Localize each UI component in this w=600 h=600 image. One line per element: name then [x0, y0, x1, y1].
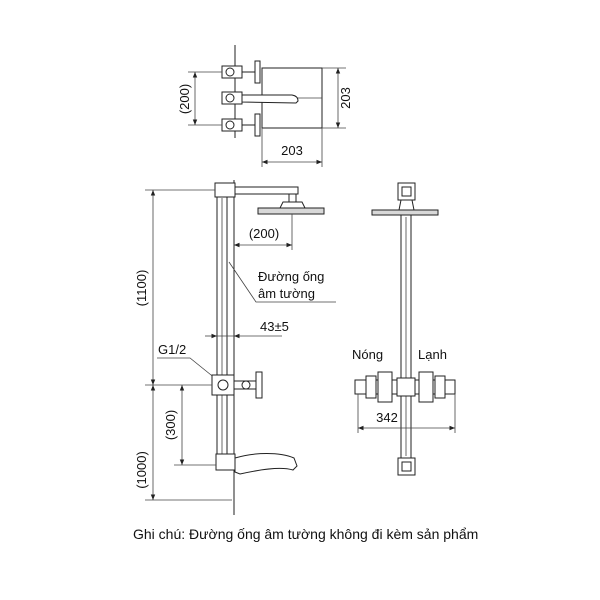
- plan-top-valve-handle: [254, 60, 261, 84]
- front-view: (200) Đường ống âm tường 43±5 G1/2: [134, 180, 336, 515]
- front-top-elbow: [214, 182, 236, 198]
- side-bottom-connector-inner: [401, 461, 412, 472]
- front-mixer-collar: [241, 380, 251, 390]
- plan-height-dim-label: 203: [338, 87, 353, 109]
- front-thread-label: G1/2: [158, 342, 186, 357]
- front-tub-spout: [215, 453, 298, 475]
- plan-middle-nut: [225, 93, 235, 103]
- plan-width-dim-label: 203: [281, 143, 303, 158]
- front-pipe-label-line2: âm tường: [258, 286, 315, 301]
- side-view: Nóng Lạnh 342: [352, 182, 456, 476]
- plan-spout-arm: [241, 94, 299, 104]
- front-thread-leader: [157, 357, 217, 380]
- front-mixer-valve: [211, 371, 263, 399]
- side-head-neck: [398, 199, 415, 211]
- side-shower-head: [371, 209, 439, 216]
- front-arm-drop: [288, 193, 297, 203]
- plan-middle-spout: [221, 91, 299, 105]
- front-pipe-label-line1: Đường ống: [258, 269, 324, 284]
- front-shower-head-neck: [279, 201, 306, 209]
- plan-depth-dim-label: (200): [177, 84, 192, 114]
- front-shower-head: [257, 207, 325, 215]
- drawing-note: Ghi chú: Đường ống âm tường không đi kèm…: [133, 526, 478, 542]
- plan-bottom-valve-nut: [225, 120, 235, 130]
- front-arm-dim-label: (200): [249, 226, 279, 241]
- side-cold-label: Lạnh: [418, 347, 447, 362]
- plan-bottom-valve-handle: [254, 113, 261, 137]
- side-center-block: [396, 377, 416, 397]
- side-hot-label: Nóng: [352, 347, 383, 362]
- front-shower-arm: [234, 186, 299, 195]
- front-mixer-nut: [217, 379, 229, 391]
- side-hot-valve-body: [365, 375, 377, 399]
- front-mixer-handle: [255, 371, 263, 399]
- plan-bottom-valve: [221, 113, 261, 137]
- front-lower-height-dim-label: (1000): [134, 451, 149, 489]
- plan-top-valve: [221, 60, 261, 84]
- plan-view: (200) 203 203: [177, 45, 353, 167]
- plan-top-valve-nut: [225, 67, 235, 77]
- side-hot-handle: [377, 371, 393, 403]
- side-cold-handle: [418, 371, 434, 403]
- front-offset-dim-label: 43±5: [260, 319, 289, 334]
- side-top-connector-inner: [401, 186, 412, 197]
- front-spout-height-dim-label: (300): [163, 410, 178, 440]
- front-pipe-leader: [228, 261, 336, 303]
- front-spout: [234, 453, 298, 475]
- side-cold-valve-body: [434, 375, 446, 399]
- front-upper-height-dim-label: (1100): [134, 270, 149, 307]
- side-spacing-dim-label: 342: [376, 410, 398, 425]
- front-spout-body: [215, 453, 236, 471]
